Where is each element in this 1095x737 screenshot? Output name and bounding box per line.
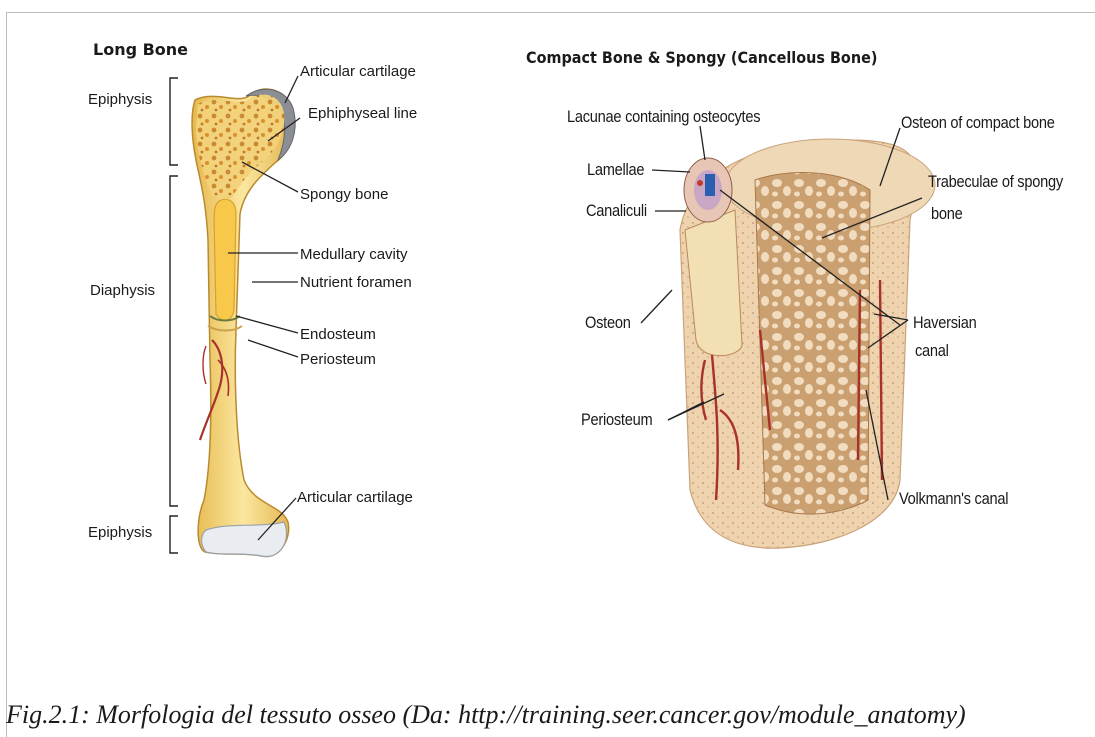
label-haversian-1: Haversian xyxy=(913,314,977,331)
label-lacunae: Lacunae containing osteocytes xyxy=(567,108,760,125)
label-epiphysis-bottom: Epiphysis xyxy=(88,525,152,540)
label-canaliculi: Canaliculi xyxy=(586,202,647,219)
label-osteon: Osteon xyxy=(585,314,631,331)
label-articular-cartilage-top: Articular cartilage xyxy=(300,64,416,79)
label-haversian-2: canal xyxy=(915,342,949,359)
long-bone-illustration xyxy=(170,76,300,557)
label-trabeculae-1: Trabeculae of spongy xyxy=(928,173,1063,190)
label-articular-cartilage-bottom: Articular cartilage xyxy=(297,490,413,505)
compact-bone-illustration xyxy=(641,126,935,548)
label-diaphysis: Diaphysis xyxy=(90,283,155,298)
label-osteon-compact: Osteon of compact bone xyxy=(901,114,1055,131)
label-spongy-bone: Spongy bone xyxy=(300,187,388,202)
label-epiphyseal-line: Ephiphyseal line xyxy=(308,106,417,121)
label-periosteum: Periosteum xyxy=(300,352,376,367)
label-volkmann: Volkmann's canal xyxy=(899,490,1008,507)
figure-caption: Fig.2.1: Morfologia del tessuto osseo (D… xyxy=(6,700,966,730)
label-epiphysis-top: Epiphysis xyxy=(88,92,152,107)
compact-bone-title: Compact Bone & Spongy (Cancellous Bone) xyxy=(526,48,877,67)
label-lamellae: Lamellae xyxy=(587,161,644,178)
label-trabeculae-2: bone xyxy=(931,205,962,222)
long-bone-title: Long Bone xyxy=(93,40,188,59)
label-endosteum: Endosteum xyxy=(300,327,376,342)
label-periosteum-compact: Periosteum xyxy=(581,411,652,428)
label-nutrient-foramen: Nutrient foramen xyxy=(300,275,412,290)
label-medullary-cavity: Medullary cavity xyxy=(300,247,408,262)
